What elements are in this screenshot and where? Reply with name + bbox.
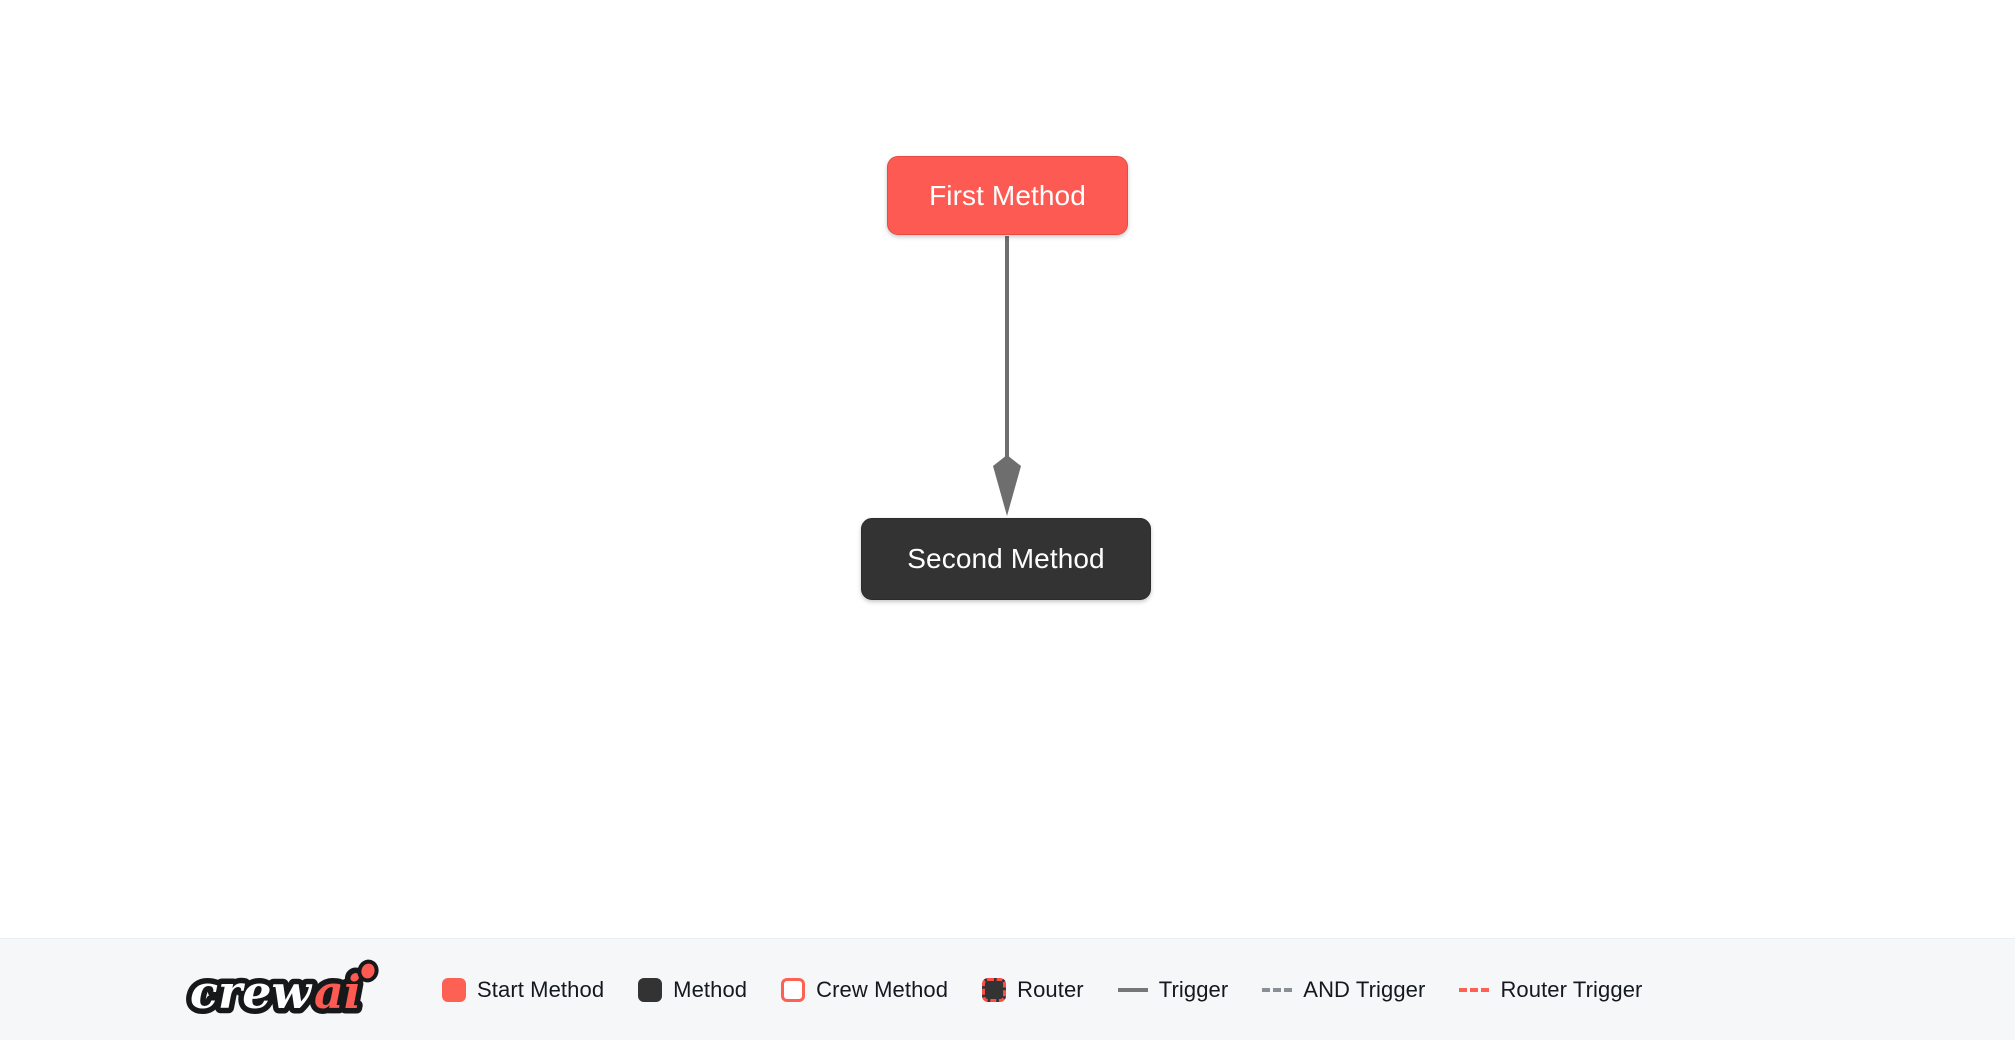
flow-node-first-method[interactable]: First Method bbox=[887, 156, 1128, 235]
arrowhead-icon bbox=[993, 455, 1021, 516]
legend-bar: crew crew ai ai Start Method Method Crew… bbox=[0, 938, 2015, 1040]
flow-node-second-method[interactable]: Second Method bbox=[861, 518, 1151, 600]
legend-item-method[interactable]: Method bbox=[638, 977, 747, 1003]
and-trigger-line-icon bbox=[1262, 987, 1293, 992]
crewai-logo: crew crew ai ai bbox=[186, 959, 379, 1022]
legend-label: Start Method bbox=[477, 976, 605, 1002]
legend-label: Trigger bbox=[1158, 976, 1229, 1002]
crew-method-swatch-icon bbox=[781, 977, 806, 1002]
edge-layer bbox=[993, 236, 1021, 516]
logo-crew-outline: crew bbox=[190, 965, 313, 1019]
flow-node-label: First Method bbox=[929, 179, 1086, 211]
logo-ai-fill: ai bbox=[314, 965, 361, 1019]
legend-item-and-trigger[interactable]: AND Trigger bbox=[1262, 977, 1425, 1003]
legend-item-start-method[interactable]: Start Method bbox=[442, 977, 604, 1003]
flow-node-label: Second Method bbox=[907, 543, 1105, 574]
router-swatch-icon bbox=[982, 977, 1007, 1002]
logo-ai-outline: ai bbox=[314, 965, 361, 1019]
router-trigger-line-icon bbox=[1459, 987, 1490, 992]
logo-crew-fill: crew bbox=[190, 965, 313, 1019]
trigger-line-icon bbox=[1117, 987, 1148, 992]
legend-label: AND Trigger bbox=[1303, 976, 1426, 1002]
legend-items: Start Method Method Crew Method Router T… bbox=[442, 977, 1676, 1003]
legend-label: Method bbox=[673, 976, 748, 1002]
start-method-swatch-icon bbox=[442, 977, 466, 1002]
legend-item-router[interactable]: Router bbox=[982, 977, 1084, 1003]
edge-first-to-second bbox=[993, 236, 1021, 516]
legend-label: Router Trigger bbox=[1500, 976, 1643, 1002]
legend-item-router-trigger[interactable]: Router Trigger bbox=[1459, 977, 1642, 1003]
legend-item-trigger[interactable]: Trigger bbox=[1117, 976, 1229, 1003]
logo-dot-icon bbox=[357, 959, 379, 982]
flow-canvas[interactable]: First Method Second Method bbox=[0, 0, 2015, 938]
legend-label: Crew Method bbox=[816, 976, 949, 1002]
method-swatch-icon bbox=[638, 977, 663, 1002]
crewai-wordmark: crew crew ai ai bbox=[186, 959, 367, 1022]
legend-item-crew-method[interactable]: Crew Method bbox=[781, 977, 948, 1003]
legend-label: Router bbox=[1017, 976, 1084, 1002]
